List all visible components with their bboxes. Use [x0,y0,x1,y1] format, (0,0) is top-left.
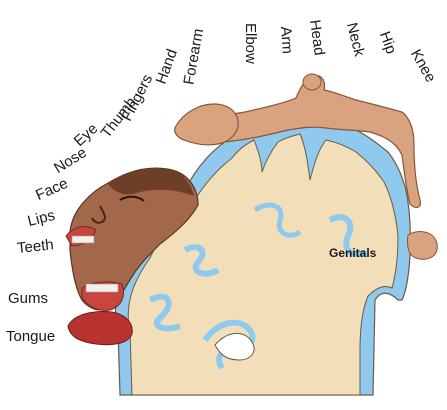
face-teeth [71,235,95,244]
label-elbow: Elbow [242,23,259,64]
label-genitals: Genitals [329,246,377,260]
face-nose [91,205,107,224]
label-tongue: Tongue [6,328,56,345]
face-eye [119,195,145,202]
cortex-sulcus [328,214,368,257]
cortex-sulcus [253,202,302,238]
cortex-notch [214,332,255,361]
face-forehead [108,168,194,196]
face [69,167,199,311]
homunculus-head [302,73,322,91]
label-arm: Arm [277,25,296,55]
cortex-sulcus [148,293,182,332]
cortex-sulcus [183,244,220,277]
face-tongue [67,311,133,346]
homunculus-hand [174,103,239,146]
face-lower-teeth [85,283,119,293]
genital-region [407,231,438,260]
label-gums: Gums [8,290,49,307]
